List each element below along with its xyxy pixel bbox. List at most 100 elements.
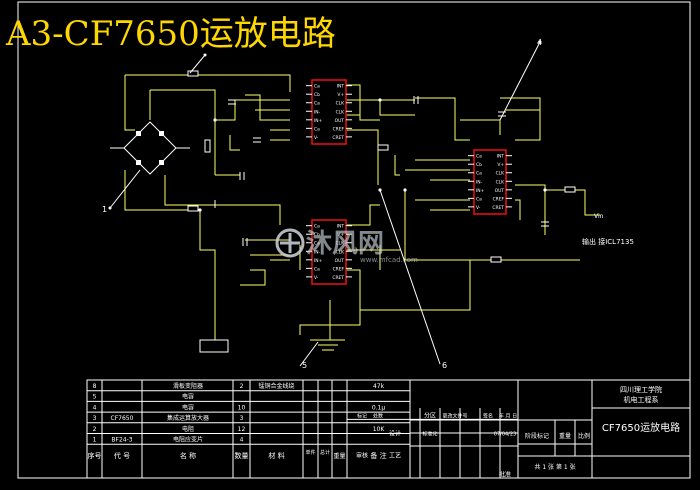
bom-row-number: 5 (93, 394, 97, 401)
chip-pin-label: IN+ (314, 258, 323, 264)
chip-pin-label: CLK (496, 179, 505, 185)
drawing-title: A3-CF7650运放电路 (5, 14, 336, 54)
mid-design: 设计 (389, 429, 401, 437)
chip-pin-label: Ca (314, 224, 320, 230)
chip-pin-label: CRET (332, 135, 344, 141)
watermark: 沐风网 www.mfcad.com (275, 228, 418, 264)
chip-pin-label: CREF (333, 266, 345, 272)
title-block-drawing-title: CF7650运放电路 (602, 421, 680, 434)
bom-header-note: 备 注 (370, 451, 386, 460)
chip-pin-label: Ca (314, 126, 320, 132)
bom-row-qty: 4 (240, 437, 244, 444)
bom-row-note: 47k (373, 383, 385, 390)
chip-pin-label: V+ (337, 92, 344, 98)
bom-header-material: 材 料 (268, 451, 284, 460)
chip-pin-label: Cb (314, 92, 320, 98)
mid-std: 标准化 (422, 430, 437, 437)
callout-1: 1 (102, 205, 107, 214)
chip-pin-label: Ca (476, 171, 482, 177)
chip-pin-label: CLK (336, 101, 345, 107)
bom-row-note: 0.1μ (372, 404, 386, 411)
bom-row-code: BF24-3 (111, 437, 132, 444)
bom-header-name: 名 称 (180, 451, 196, 460)
watermark-logo-mark (280, 233, 300, 253)
mid-zone: 分区 (424, 411, 436, 419)
callout-6: 6 (442, 361, 447, 370)
mid-process: 工艺 (389, 451, 401, 459)
callout-4: 4 (537, 38, 542, 47)
chip-pin-label: V- (314, 135, 319, 141)
chip-pin-label: CREF (333, 126, 345, 132)
callout-leaders (108, 40, 542, 367)
chip-pin-label: Cb (476, 162, 482, 168)
chip-pin-label: Ca (314, 266, 320, 272)
resistors (187, 70, 576, 353)
wiring (124, 74, 600, 351)
chip-pin-label: OUT (335, 118, 345, 124)
chip-pin-label: V- (314, 275, 319, 281)
bom-row-name: 滑板变阻器 (173, 382, 203, 390)
chip-pin-label: V+ (497, 162, 504, 168)
bom-row-number: 4 (93, 404, 97, 411)
stage-mark: 阶段标记 (525, 432, 549, 440)
stage-scale: 比例 (578, 432, 590, 440)
mid-count: 处数 (373, 412, 383, 419)
chip-pin-label: Ca (314, 84, 320, 90)
watermark-url: www.mfcad.com (360, 256, 418, 264)
bom-row-name: 电阻 (182, 425, 194, 433)
bom-row-material: 锰铜合金线绕 (258, 382, 294, 390)
chip-pin-label: IN+ (476, 188, 485, 194)
chip-pin-label: IN- (314, 249, 321, 255)
chip-pin-label: INT (337, 224, 345, 230)
school-name: 四川理工学院 (620, 385, 662, 394)
chip-pin-label: CREF (493, 196, 505, 202)
vin-label: Vin (594, 213, 604, 220)
bom-row-number: 8 (93, 383, 97, 390)
bom-header-weight: 重量 (333, 452, 345, 460)
chip-pin-label: Ca (314, 101, 320, 107)
title-block-frame (86, 379, 691, 479)
bom-row-qty: 3 (240, 415, 244, 422)
chip-pin-label: Ca (314, 241, 320, 247)
watermark-logo (275, 228, 305, 258)
chip-pin-label: INT (337, 84, 345, 90)
bom-row-number: 2 (93, 426, 97, 433)
stage-weight: 重量 (559, 432, 571, 440)
chip-pin-label: OUT (335, 258, 345, 264)
mid-mark: 标记 (357, 412, 367, 419)
bom-row-number: 3 (93, 415, 97, 422)
bom-row-name: 集成运算放大器 (167, 414, 209, 422)
chip-pin-label: Ca (476, 196, 482, 202)
mid-sign: 签名 (483, 412, 493, 419)
bom-row-qty: 10 (238, 404, 246, 411)
chip-pin-label: CLK (336, 241, 345, 247)
watermark-brand: 沐风网 (306, 229, 384, 259)
bom-header-code: 代 号 (114, 451, 130, 460)
chip-pin-label: OUT (495, 188, 505, 194)
bom-row-note: 10K (373, 426, 386, 433)
bom-row-name: 电阻应变片 (173, 436, 203, 444)
bom-row-qty: 2 (240, 383, 244, 390)
chip-pin-label: CLK (336, 249, 345, 255)
chip-pin-label: Ca (476, 154, 482, 160)
bom-header-total: 总计 (320, 449, 330, 456)
bom-row-qty: 12 (238, 426, 246, 433)
chip-pin-label: IN- (314, 109, 321, 115)
bom-header-qty: 数量 (235, 451, 249, 460)
chip-pin-label: V- (476, 205, 481, 211)
mid-approve: 批准 (499, 470, 511, 478)
bom-row-name: 电容 (182, 403, 194, 411)
chip-pin-label: IN+ (314, 118, 323, 124)
chip-pin-label: INT (497, 154, 505, 160)
mid-date: 年 月 日 (499, 412, 517, 419)
junction-dots (198, 98, 547, 212)
stage-sheets: 共 1 张 第 1 张 (534, 463, 575, 471)
capacitors (228, 96, 549, 246)
output-note: 输出 接ICL7135 (582, 237, 634, 246)
department-name: 机电工程系 (624, 395, 659, 404)
